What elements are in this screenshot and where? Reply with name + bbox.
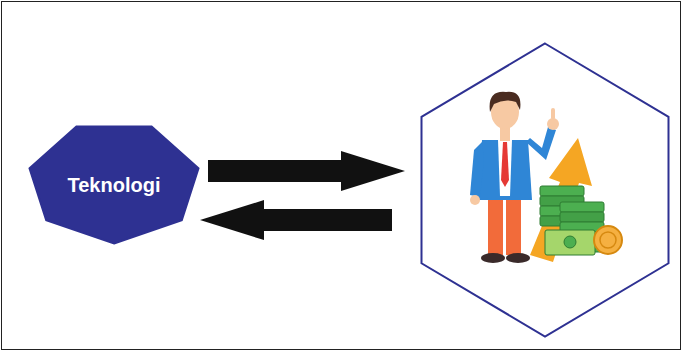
flow-arrow — [200, 200, 392, 240]
shape-outline — [420, 42, 670, 338]
coin-inner — [600, 232, 616, 248]
node-label: Teknologi — [68, 174, 161, 197]
money-stacks — [540, 186, 604, 255]
gold-coin — [594, 226, 622, 254]
growth-arrow — [530, 138, 592, 262]
business-hexagon — [420, 42, 670, 338]
flow-arrow — [208, 151, 405, 191]
businessman — [470, 92, 559, 263]
technology-heptagon: Teknologi — [28, 125, 200, 245]
